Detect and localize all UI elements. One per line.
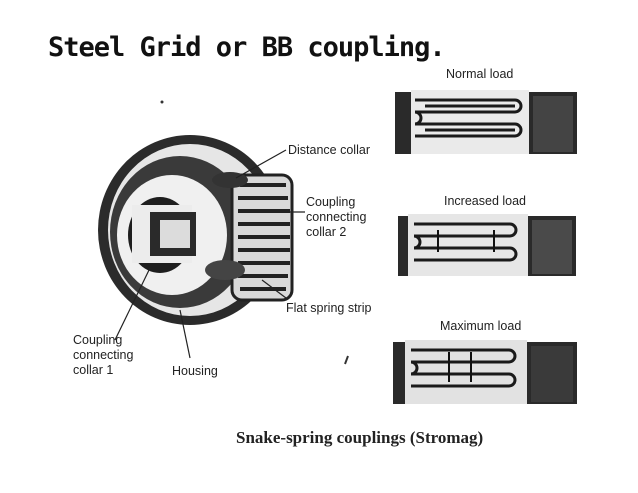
load-panel-label: Maximum load (440, 319, 522, 333)
slide-title: Steel Grid or BB coupling. (48, 32, 446, 63)
load-panel-label: Normal load (446, 67, 514, 81)
load-panel-label: Increased load (444, 194, 527, 208)
label-coupling-collar-1: Coupling connecting collar 1 (73, 333, 134, 377)
maximum-load-diagram (393, 340, 577, 404)
label-housing: Housing (172, 364, 218, 378)
label-distance-collar: Distance collar (288, 143, 370, 157)
label-coupling-collar-2: Coupling connecting collar 2 (306, 195, 367, 239)
figure-caption: Snake-spring couplings (Stromag) (236, 428, 484, 447)
increased-load-diagram (398, 214, 576, 276)
label-flat-spring-strip: Flat spring strip (286, 301, 372, 315)
normal-load-diagram (395, 90, 577, 154)
